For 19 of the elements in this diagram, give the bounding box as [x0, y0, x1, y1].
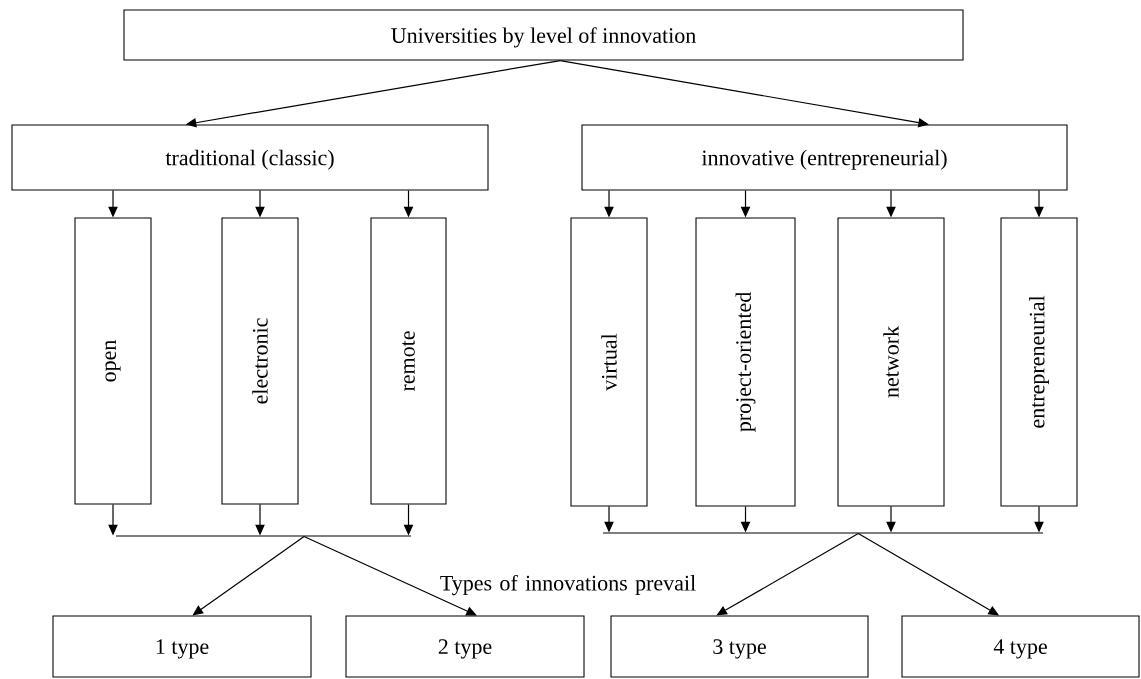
vertical-box: virtual: [570, 217, 648, 507]
type-box: 4 type: [901, 615, 1140, 678]
type-box: 1 type: [52, 615, 312, 678]
type-box: 3 type: [610, 615, 869, 678]
merge-line: [602, 532, 1044, 534]
vertical-box: open: [74, 217, 152, 505]
arrow: [559, 59, 929, 128]
arrow: [303, 535, 477, 616]
title-box: Universities by level of innovation: [123, 9, 964, 61]
merge-line: [115, 535, 412, 537]
vertical-box: electronic: [221, 217, 299, 505]
vertical-box: project-oriented: [695, 217, 796, 507]
type-box: 2 type: [345, 615, 585, 678]
category-box: traditional (classic): [11, 124, 489, 191]
vertical-box: remote: [370, 217, 447, 505]
vertical-box: network: [837, 217, 945, 507]
note-text: Types of innovations prevail: [440, 574, 696, 596]
category-box: innovative (entrepreneurial): [581, 124, 1068, 191]
vertical-box: entrepreneurial: [1000, 217, 1078, 507]
